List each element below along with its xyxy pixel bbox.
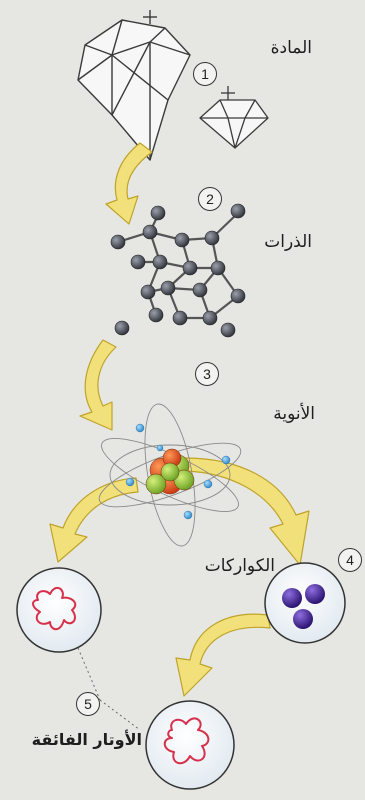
diamond-small	[199, 86, 269, 149]
label-nuclei: الأنوية	[273, 404, 315, 424]
arrow-2-3	[79, 339, 117, 431]
arrow-3-left	[49, 477, 139, 563]
quark-circle	[264, 562, 346, 644]
diamond-large	[77, 10, 191, 161]
step-number-1: 1	[193, 62, 217, 86]
nucleus	[145, 448, 195, 495]
arrow-1-2	[105, 142, 153, 225]
label-atoms: الذرات	[264, 232, 312, 252]
label-matter: المادة	[270, 38, 312, 58]
label-superstrings: الأوتار الفائقة	[31, 730, 142, 749]
dotted-connectors	[77, 647, 141, 731]
arrow-4-5	[175, 613, 271, 697]
arrow-group	[49, 142, 310, 697]
label-quarks: الكواركات	[204, 556, 275, 576]
step-number-2: 2	[198, 187, 222, 211]
step-number-3: 3	[195, 362, 219, 386]
arrow-3-right	[184, 457, 310, 566]
atom-nodes	[110, 203, 246, 338]
electrons	[125, 423, 231, 520]
step-number-5: 5	[76, 692, 100, 716]
string-circle-bottom	[145, 700, 235, 790]
string-circle-left	[16, 567, 102, 653]
step-number-4: 4	[338, 548, 362, 572]
